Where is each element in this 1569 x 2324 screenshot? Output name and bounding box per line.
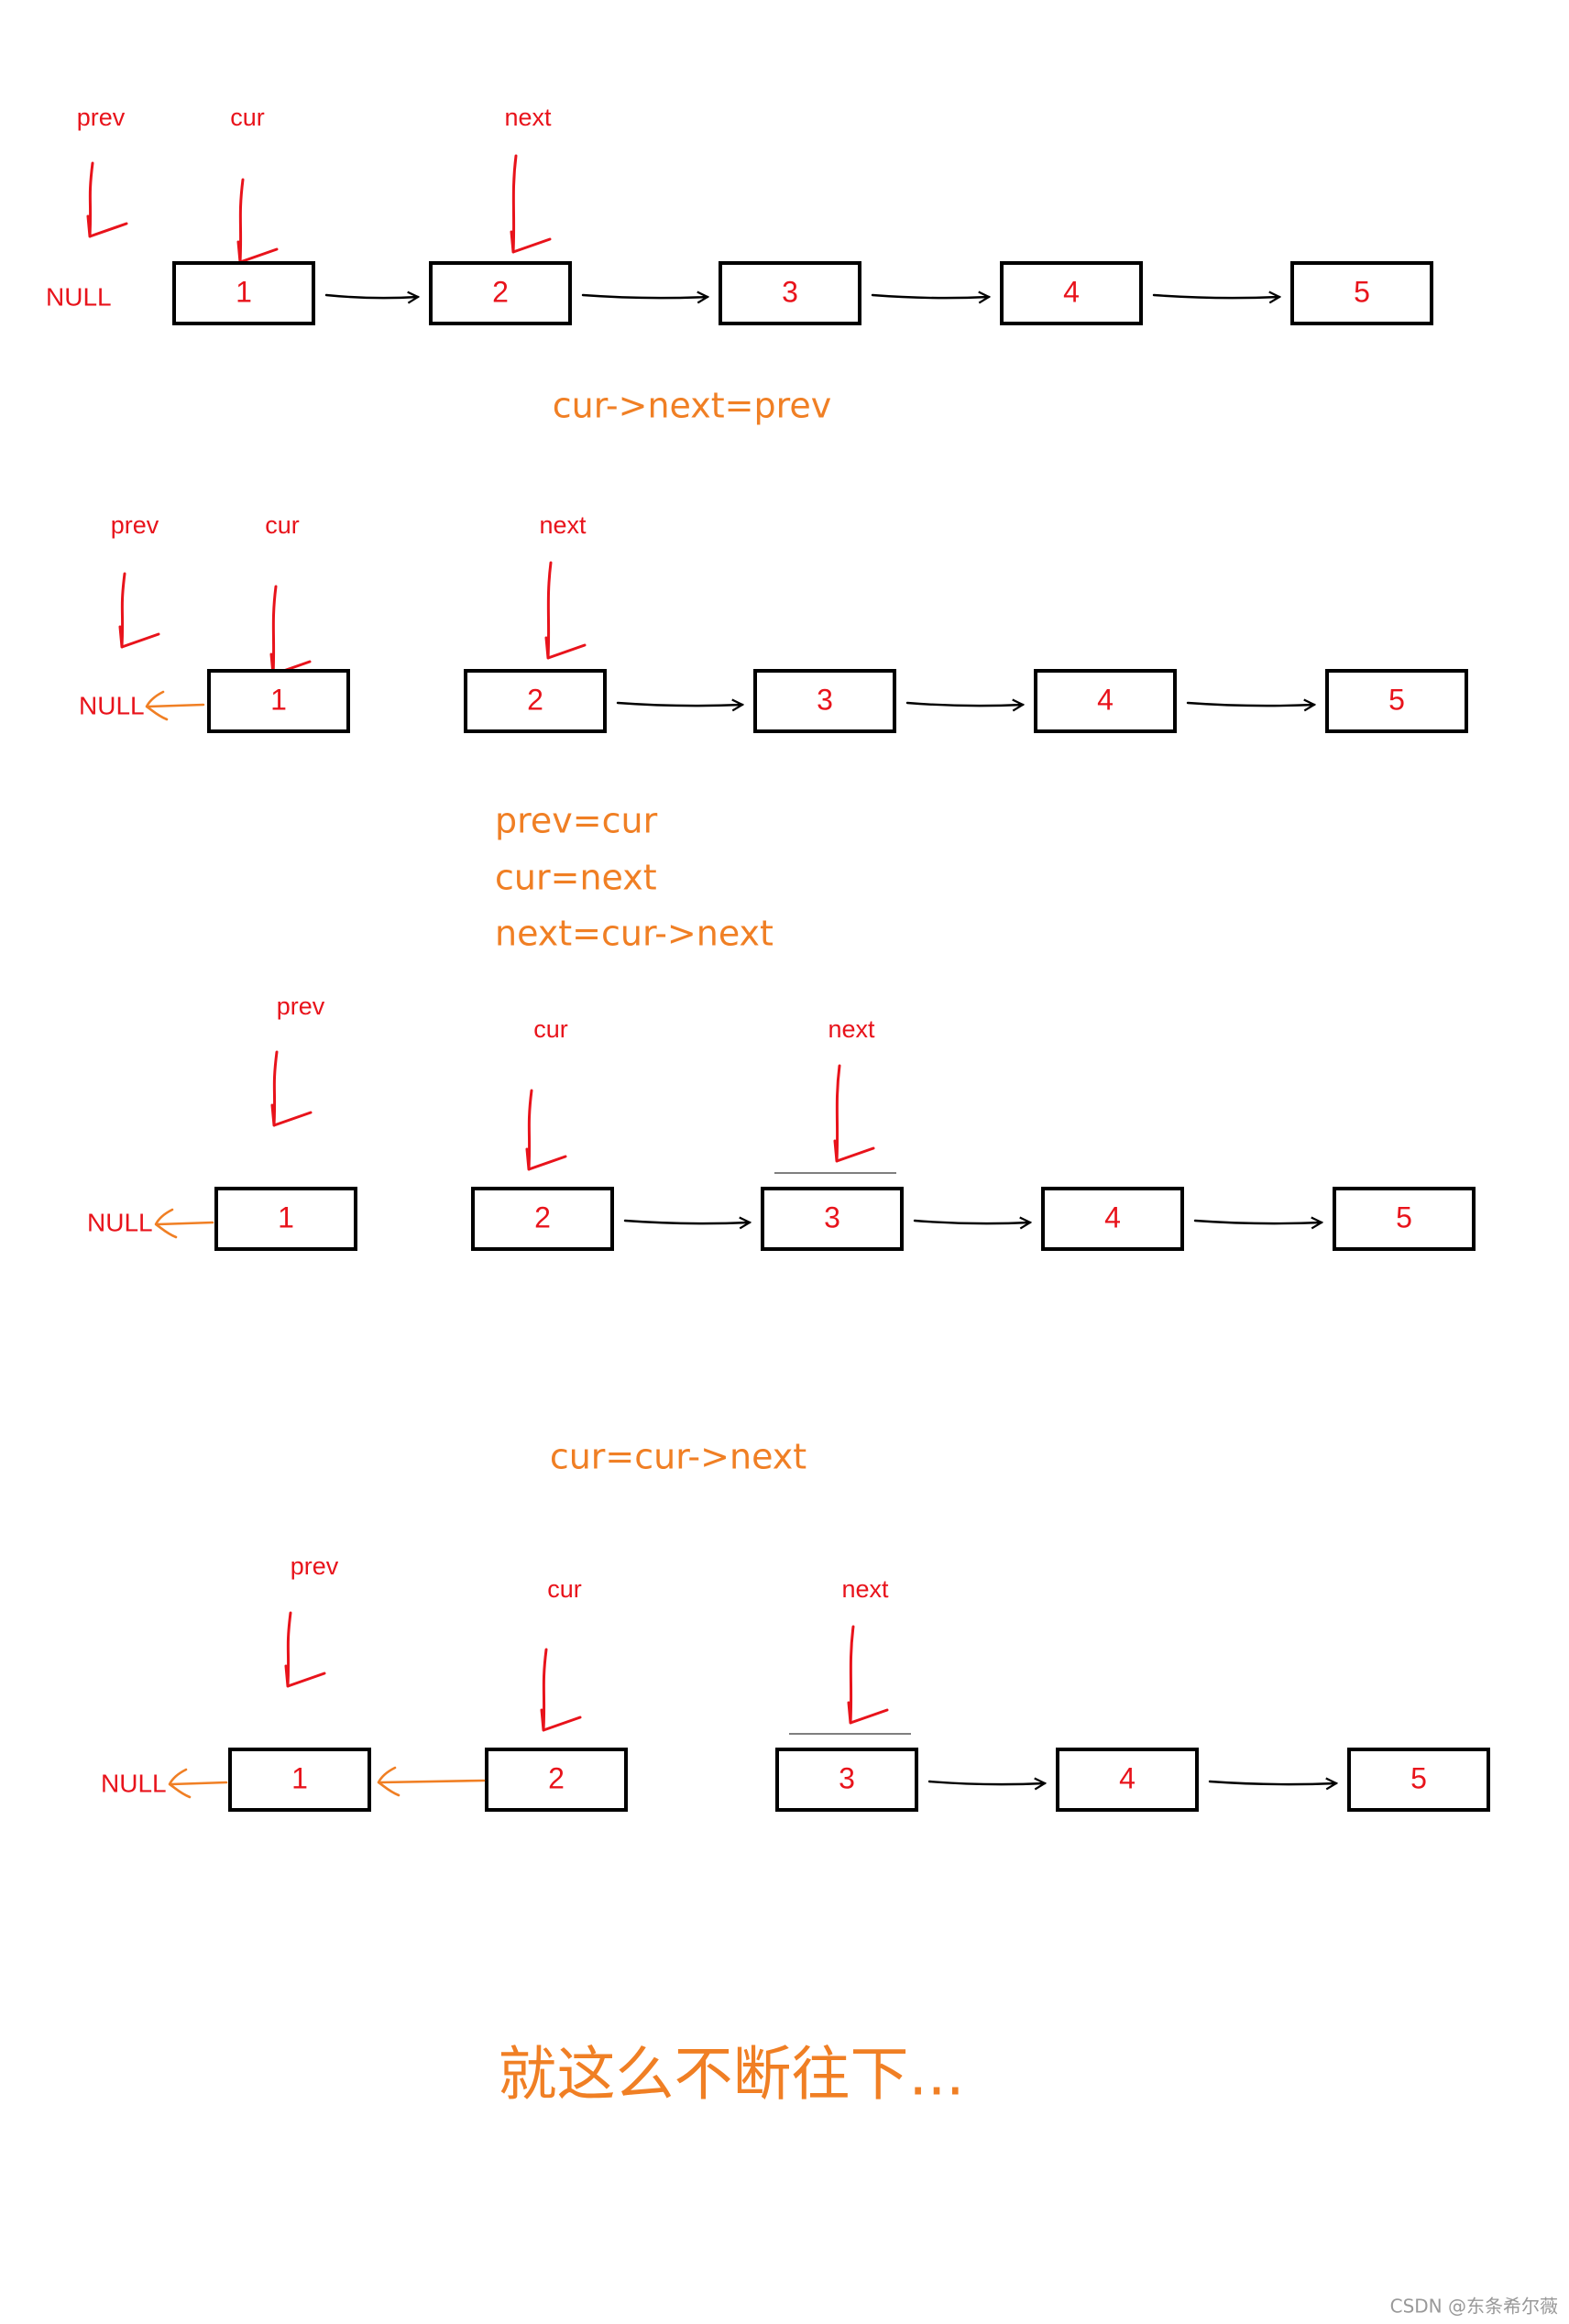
label-prev: prev <box>77 104 126 131</box>
link-3-to-4 <box>905 703 1023 706</box>
node-3-value: 3 <box>839 1761 855 1794</box>
node-1-box <box>228 1748 371 1812</box>
node-1-value: 1 <box>291 1761 308 1794</box>
label-cur: cur <box>230 104 265 131</box>
node-5-value: 5 <box>1396 1200 1412 1233</box>
node-1-value: 1 <box>236 275 252 308</box>
node-3-box <box>761 1187 904 1251</box>
caption-step2-next: next=cur->next <box>495 914 774 954</box>
node-2-value: 2 <box>548 1761 565 1794</box>
label-null: NULL <box>46 282 112 311</box>
link-4-to-5 <box>1152 295 1279 298</box>
node-3-box <box>753 669 896 733</box>
prev-pointer-arrow <box>118 572 160 649</box>
node-2-box <box>429 261 572 325</box>
node-4-value: 4 <box>1063 275 1080 308</box>
cur-pointer-arrow <box>269 585 312 676</box>
link-4-to-5 <box>1208 1781 1336 1784</box>
prev-pointer-arrow <box>270 1050 313 1127</box>
node-1-value: 1 <box>270 683 287 716</box>
node-5-value: 5 <box>1354 275 1370 308</box>
reversed-arrow-2 <box>377 1766 486 1797</box>
reversed-arrow-1 <box>168 1768 228 1799</box>
node-1-box <box>172 261 315 325</box>
node-2-value: 2 <box>527 683 543 716</box>
node-2-box <box>485 1748 628 1812</box>
label-cur: cur <box>265 511 300 539</box>
label-null: NULL <box>87 1208 153 1236</box>
prev-pointer-arrow <box>284 1611 326 1688</box>
node-5-value: 5 <box>1388 683 1405 716</box>
node-4-box <box>1000 261 1143 325</box>
label-next: next <box>841 1575 889 1603</box>
label-next: next <box>504 104 552 131</box>
node-1-box <box>214 1187 357 1251</box>
node-2-value: 2 <box>534 1200 551 1233</box>
node-3-value: 3 <box>824 1200 840 1233</box>
node-2-value: 2 <box>492 275 509 308</box>
node-4-box <box>1034 669 1177 733</box>
label-null: NULL <box>101 1769 167 1797</box>
label-next: next <box>828 1015 875 1043</box>
reversed-arrow-1 <box>154 1208 214 1239</box>
caption-step1: cur->next=prev <box>553 386 832 426</box>
next-pointer-arrow <box>544 561 587 660</box>
link-3-to-4 <box>927 1781 1045 1784</box>
node-2-box <box>471 1187 614 1251</box>
label-prev: prev <box>277 992 325 1020</box>
link-3-to-4 <box>871 295 989 298</box>
label-prev: prev <box>111 511 159 539</box>
node-1-box <box>207 669 350 733</box>
caption-step2-cur: cur=next <box>495 858 657 898</box>
cur-pointer-arrow <box>525 1089 567 1171</box>
label-cur: cur <box>547 1575 582 1603</box>
caption-step3: cur=cur->next <box>550 1437 806 1477</box>
prev-pointer-arrow <box>86 161 128 238</box>
link-4-to-5 <box>1193 1221 1322 1223</box>
node-3-box <box>719 261 861 325</box>
cur-pointer-arrow <box>236 178 279 264</box>
next-pointer-arrow <box>847 1625 889 1725</box>
node-3-value: 3 <box>782 275 798 308</box>
node-4-value: 4 <box>1097 683 1114 716</box>
link-2-to-3 <box>581 295 708 298</box>
next-pointer-arrow <box>510 154 552 254</box>
link-2-to-3 <box>623 1221 750 1223</box>
node-5-value: 5 <box>1410 1761 1427 1794</box>
node-5-box <box>1325 669 1468 733</box>
link-1-to-2 <box>324 295 418 298</box>
node-3-box <box>775 1748 918 1812</box>
caption-ending: 就这么不断往下... <box>498 2042 964 2110</box>
label-cur: cur <box>533 1015 568 1043</box>
node-1-value: 1 <box>278 1200 294 1233</box>
next-pointer-arrow <box>833 1064 875 1163</box>
node-4-value: 4 <box>1119 1761 1136 1794</box>
caption-step2-prev: prev=cur <box>495 801 658 841</box>
link-2-to-3 <box>616 703 742 706</box>
node-5-box <box>1333 1187 1476 1251</box>
link-4-to-5 <box>1186 703 1314 706</box>
watermark: CSDN @东条希尔薇 <box>1390 2296 1558 2318</box>
label-next: next <box>539 511 587 539</box>
node-4-box <box>1041 1187 1184 1251</box>
node-4-box <box>1056 1748 1199 1812</box>
label-null: NULL <box>79 691 145 719</box>
node-5-box <box>1290 261 1433 325</box>
reversed-arrow-1 <box>145 690 205 721</box>
node-4-value: 4 <box>1104 1200 1121 1233</box>
cur-pointer-arrow <box>540 1648 582 1732</box>
node-3-value: 3 <box>817 683 833 716</box>
node-2-box <box>464 669 607 733</box>
link-3-to-4 <box>913 1221 1030 1223</box>
label-prev: prev <box>291 1552 339 1580</box>
node-5-box <box>1347 1748 1490 1812</box>
